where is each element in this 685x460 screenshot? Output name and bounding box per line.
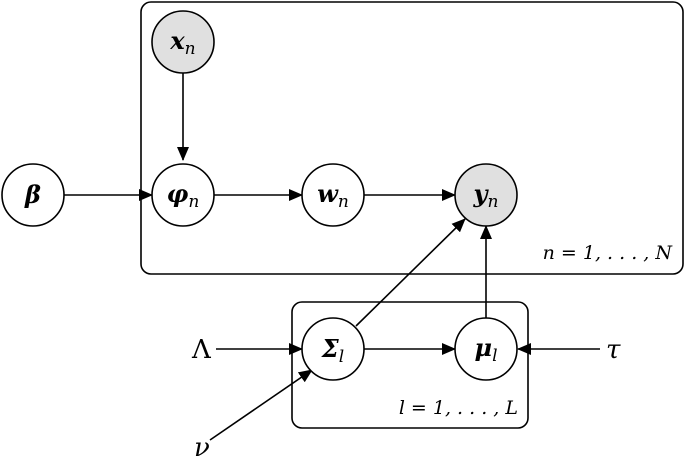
node-sigma-label: Σl	[321, 334, 344, 367]
node-w-circle	[301, 163, 365, 227]
node-mu-label: μl	[474, 333, 497, 366]
edge-sigma-to-y	[355, 218, 466, 327]
node-phi-circle	[151, 163, 215, 227]
node-sigma: Σl	[301, 317, 365, 381]
node-mu-circle	[454, 317, 518, 381]
node-beta-circle	[1, 163, 65, 227]
node-sigma-circle	[301, 317, 365, 381]
inner-plate-label: l = 1, . . . , L	[399, 397, 518, 419]
node-x: xn	[151, 10, 215, 74]
edge-nu-to-sigma	[209, 369, 313, 441]
node-mu: μl	[454, 317, 518, 381]
node-w-label: wn	[317, 179, 349, 212]
nu-label: ν	[194, 433, 210, 460]
outer-plate	[140, 1, 684, 275]
node-y-label: yn	[473, 179, 499, 212]
tau-label: τ	[606, 335, 621, 365]
node-phi: φn	[151, 163, 215, 227]
outer-plate-label: n = 1, . . . , N	[543, 242, 674, 264]
node-y: yn	[454, 163, 518, 227]
node-beta: β	[1, 163, 65, 227]
node-x-label: xn	[169, 26, 195, 59]
node-x-circle	[151, 10, 215, 74]
node-w: wn	[301, 163, 365, 227]
node-beta-label: β	[24, 180, 41, 209]
inner-plate	[291, 301, 529, 429]
node-y-circle	[454, 163, 518, 227]
node-phi-label: φn	[167, 179, 200, 212]
lambda-label: Λ	[191, 335, 212, 365]
